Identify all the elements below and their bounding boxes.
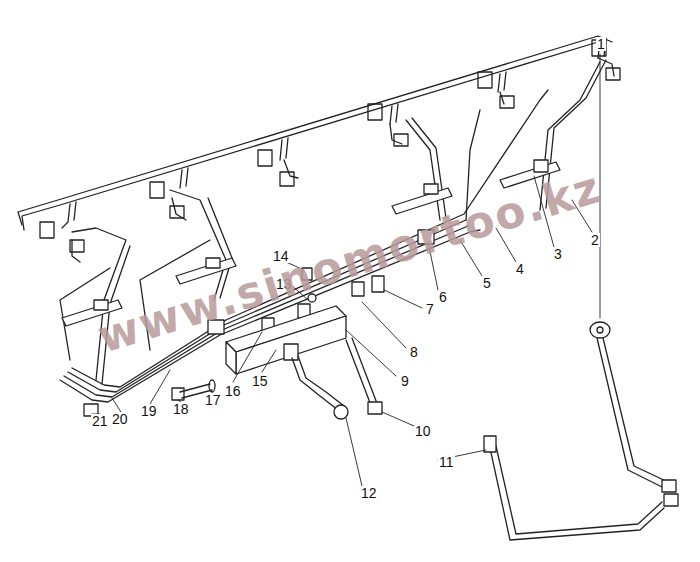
callout-number: 18 — [172, 402, 190, 416]
callout-number: 5 — [482, 276, 492, 290]
callout-number: 7 — [425, 302, 435, 316]
callout-number: 9 — [400, 374, 410, 388]
callout-number: 8 — [409, 345, 419, 359]
callout-number: 15 — [251, 374, 269, 388]
callout-number: 1 — [596, 37, 606, 51]
callout-number: 19 — [140, 404, 158, 418]
callout-number: 12 — [360, 486, 378, 500]
callout-number: 2 — [590, 233, 600, 247]
callout-number: 10 — [414, 424, 432, 438]
callout-number: 21 — [91, 414, 109, 428]
callout-number: 17 — [204, 393, 222, 407]
callout-number: 16 — [224, 384, 242, 398]
callout-number: 3 — [553, 247, 563, 261]
callout-number: 11 — [438, 455, 455, 469]
watermark: www.sinomortoo.kz — [93, 164, 607, 359]
callout-number: 6 — [438, 290, 448, 304]
callout-number: 20 — [111, 412, 129, 426]
callout-number: 4 — [515, 262, 525, 276]
